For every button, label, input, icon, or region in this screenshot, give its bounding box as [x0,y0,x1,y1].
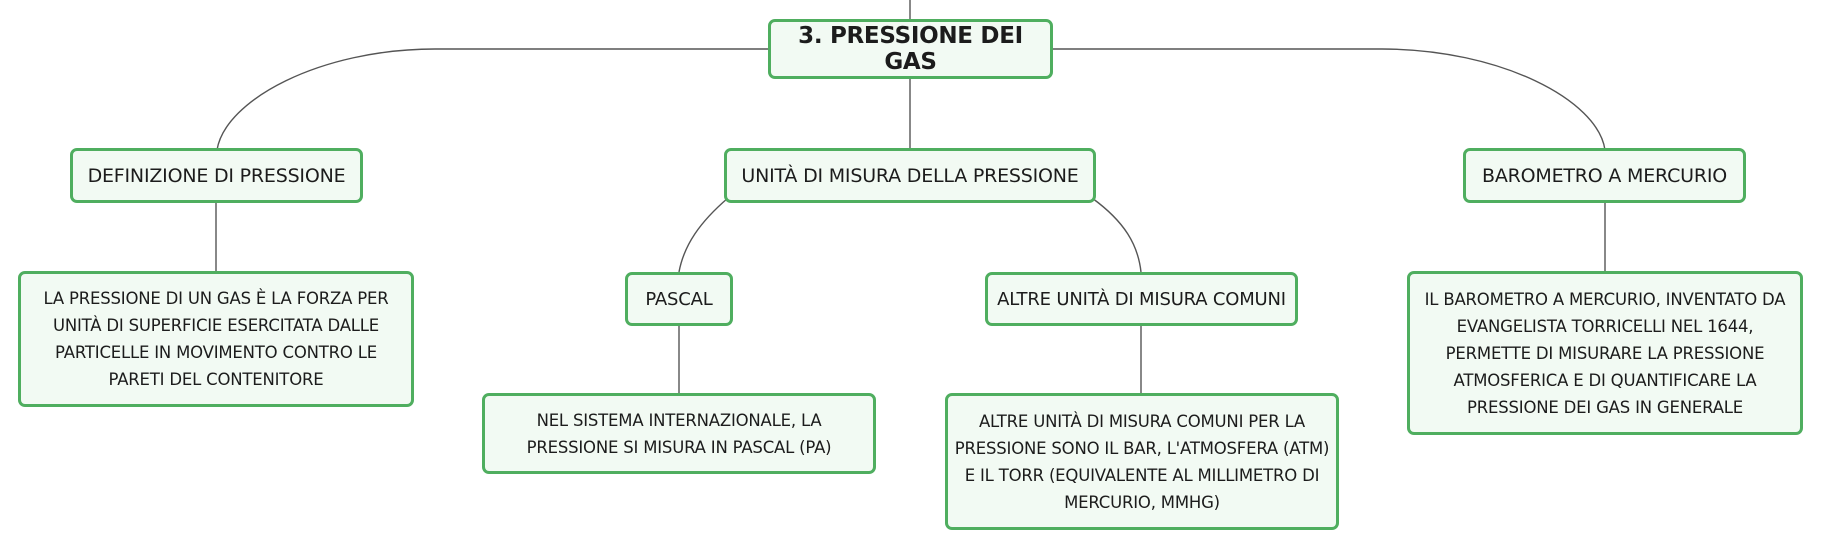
connector-root-definizione [216,48,768,151]
detail-definizione-pressione[interactable]: LA PRESSIONE DI UN GAS È LA FORZA PER UN… [18,271,414,407]
topic-altre-unita[interactable]: ALTRE UNITÀ DI MISURA COMUNI [985,272,1298,326]
connector-unita-altre [1091,197,1142,273]
connector-unita-pascal [678,197,729,273]
detail-barometro-mercurio[interactable]: IL BAROMETRO A MERCURIO, INVENTATO DA EV… [1407,271,1803,435]
topic-definizione-pressione[interactable]: DEFINIZIONE DI PRESSIONE [70,148,363,203]
detail-altre-unita[interactable]: ALTRE UNITÀ DI MISURA COMUNI PER LA PRES… [945,393,1339,530]
topic-pascal[interactable]: PASCAL [625,272,733,326]
topic-unita-misura[interactable]: UNITÀ DI MISURA DELLA PRESSIONE [724,148,1096,203]
detail-pascal[interactable]: NEL SISTEMA INTERNAZIONALE, LA PRESSIONE… [482,393,876,474]
connector-root-barometro [1052,48,1606,151]
topic-barometro-mercurio[interactable]: BAROMETRO A MERCURIO [1463,148,1746,203]
root-node[interactable]: 3. PRESSIONE DEI GAS [768,19,1053,79]
